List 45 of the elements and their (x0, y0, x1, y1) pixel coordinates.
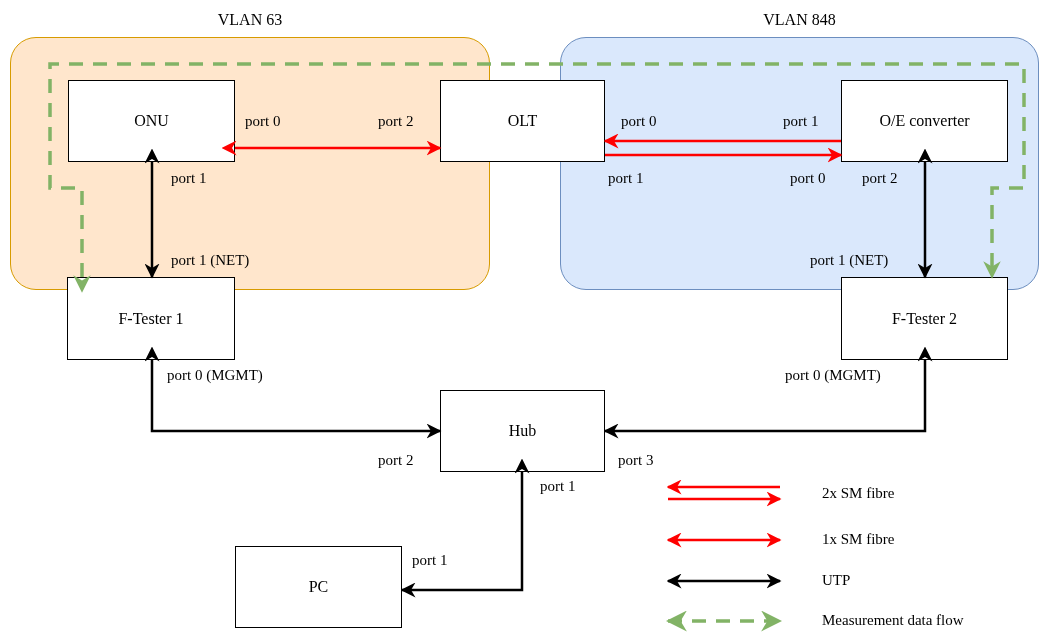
device-box (440, 80, 605, 162)
port-label: port 2 (378, 113, 414, 130)
device-label: OLT (507, 112, 538, 130)
cable-arrow (221, 140, 442, 156)
port-label: port 0 (MGMT) (785, 367, 881, 384)
cable-arrow (603, 346, 933, 439)
port-label: port 1 (171, 170, 207, 187)
cable-arrow (400, 458, 530, 598)
port-label: port 0 (245, 113, 281, 130)
port-label: port 1 (783, 113, 819, 130)
device-box (440, 390, 605, 472)
port-label: port 2 (862, 170, 898, 187)
legend-text: UTP (822, 572, 851, 589)
group-title: VLAN 848 (762, 11, 837, 29)
device-box (68, 80, 235, 162)
data-flow-arrow (48, 62, 1026, 293)
device-box (235, 546, 402, 628)
legend-text: 2x SM fibre (822, 485, 895, 502)
cable-arrow (917, 148, 933, 279)
device-label: F-Tester 1 (118, 309, 184, 328)
port-label: port 0 (MGMT) (167, 367, 263, 384)
device-label: O/E converter (879, 112, 970, 130)
device-box (67, 277, 235, 360)
device-label: PC (308, 578, 329, 596)
port-label: port 2 (378, 452, 414, 469)
port-label: port 1 (NET) (810, 252, 889, 269)
legend-text: Measurement data flow (822, 612, 964, 629)
cable-arrow (605, 147, 843, 163)
device-label: F-Tester 2 (891, 309, 958, 328)
cable-arrow (603, 133, 841, 149)
cable-arrow (144, 346, 442, 439)
device-label: Hub (508, 422, 537, 440)
device-label: ONU (134, 112, 169, 130)
device-box (841, 80, 1008, 162)
port-label: port 0 (790, 170, 826, 187)
cable-arrow (144, 148, 160, 279)
legend-text: 1x SM fibre (822, 531, 895, 548)
port-label: port 0 (621, 113, 657, 130)
device-box (841, 277, 1008, 360)
port-label: port 1 (608, 170, 644, 187)
port-label: port 3 (618, 452, 654, 469)
port-label: port 1 (540, 478, 576, 495)
port-label: port 1 (412, 552, 448, 569)
group-title: VLAN 63 (216, 11, 284, 29)
port-label: port 1 (NET) (171, 252, 250, 269)
